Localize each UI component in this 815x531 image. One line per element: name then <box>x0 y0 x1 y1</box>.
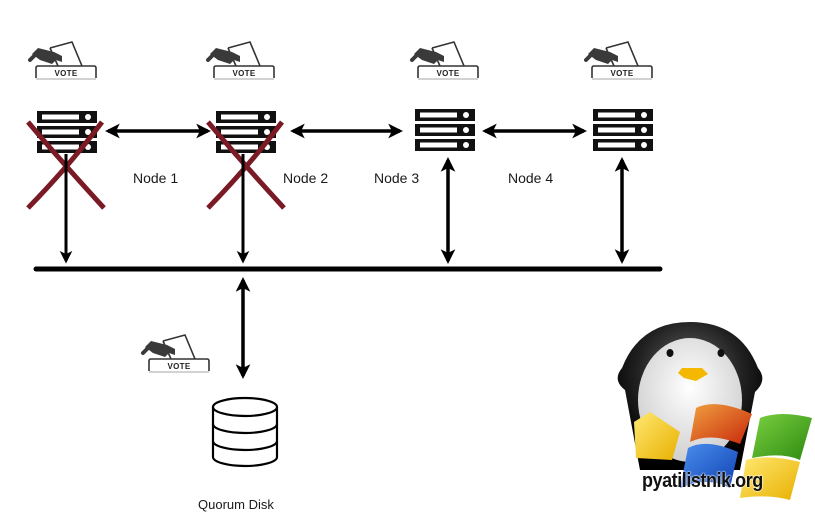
vote-ballot-icon: VOTE <box>410 40 480 81</box>
vote-ballot-icon: VOTE <box>141 333 211 374</box>
node-3-label: Node 3 <box>374 170 420 186</box>
node-1-label: Node 1 <box>133 170 179 186</box>
server-icon <box>216 111 276 153</box>
quorum-disk-label: Quorum Disk <box>198 497 274 512</box>
vote-ballot-icon: VOTE <box>206 40 276 81</box>
watermark-text: pyatilistnik.org <box>642 470 763 492</box>
vote-label: VOTE <box>168 362 191 371</box>
node-3: VOTE <box>410 40 480 151</box>
vote-label: VOTE <box>437 69 460 78</box>
node-2-label: Node 2 <box>283 170 329 186</box>
vote-label: VOTE <box>233 69 256 78</box>
server-icon <box>415 109 475 151</box>
node-2: VOTE <box>206 40 286 210</box>
vote-label: VOTE <box>55 69 78 78</box>
vote-label: VOTE <box>611 69 634 78</box>
node-4: VOTE <box>584 40 654 151</box>
penguin-windows-logo-icon <box>617 322 812 500</box>
server-icon <box>593 109 653 151</box>
database-disk-icon <box>211 396 279 468</box>
node-4-label: Node 4 <box>508 170 554 186</box>
vote-ballot-icon: VOTE <box>584 40 654 81</box>
vote-ballot-icon: VOTE <box>28 40 98 81</box>
